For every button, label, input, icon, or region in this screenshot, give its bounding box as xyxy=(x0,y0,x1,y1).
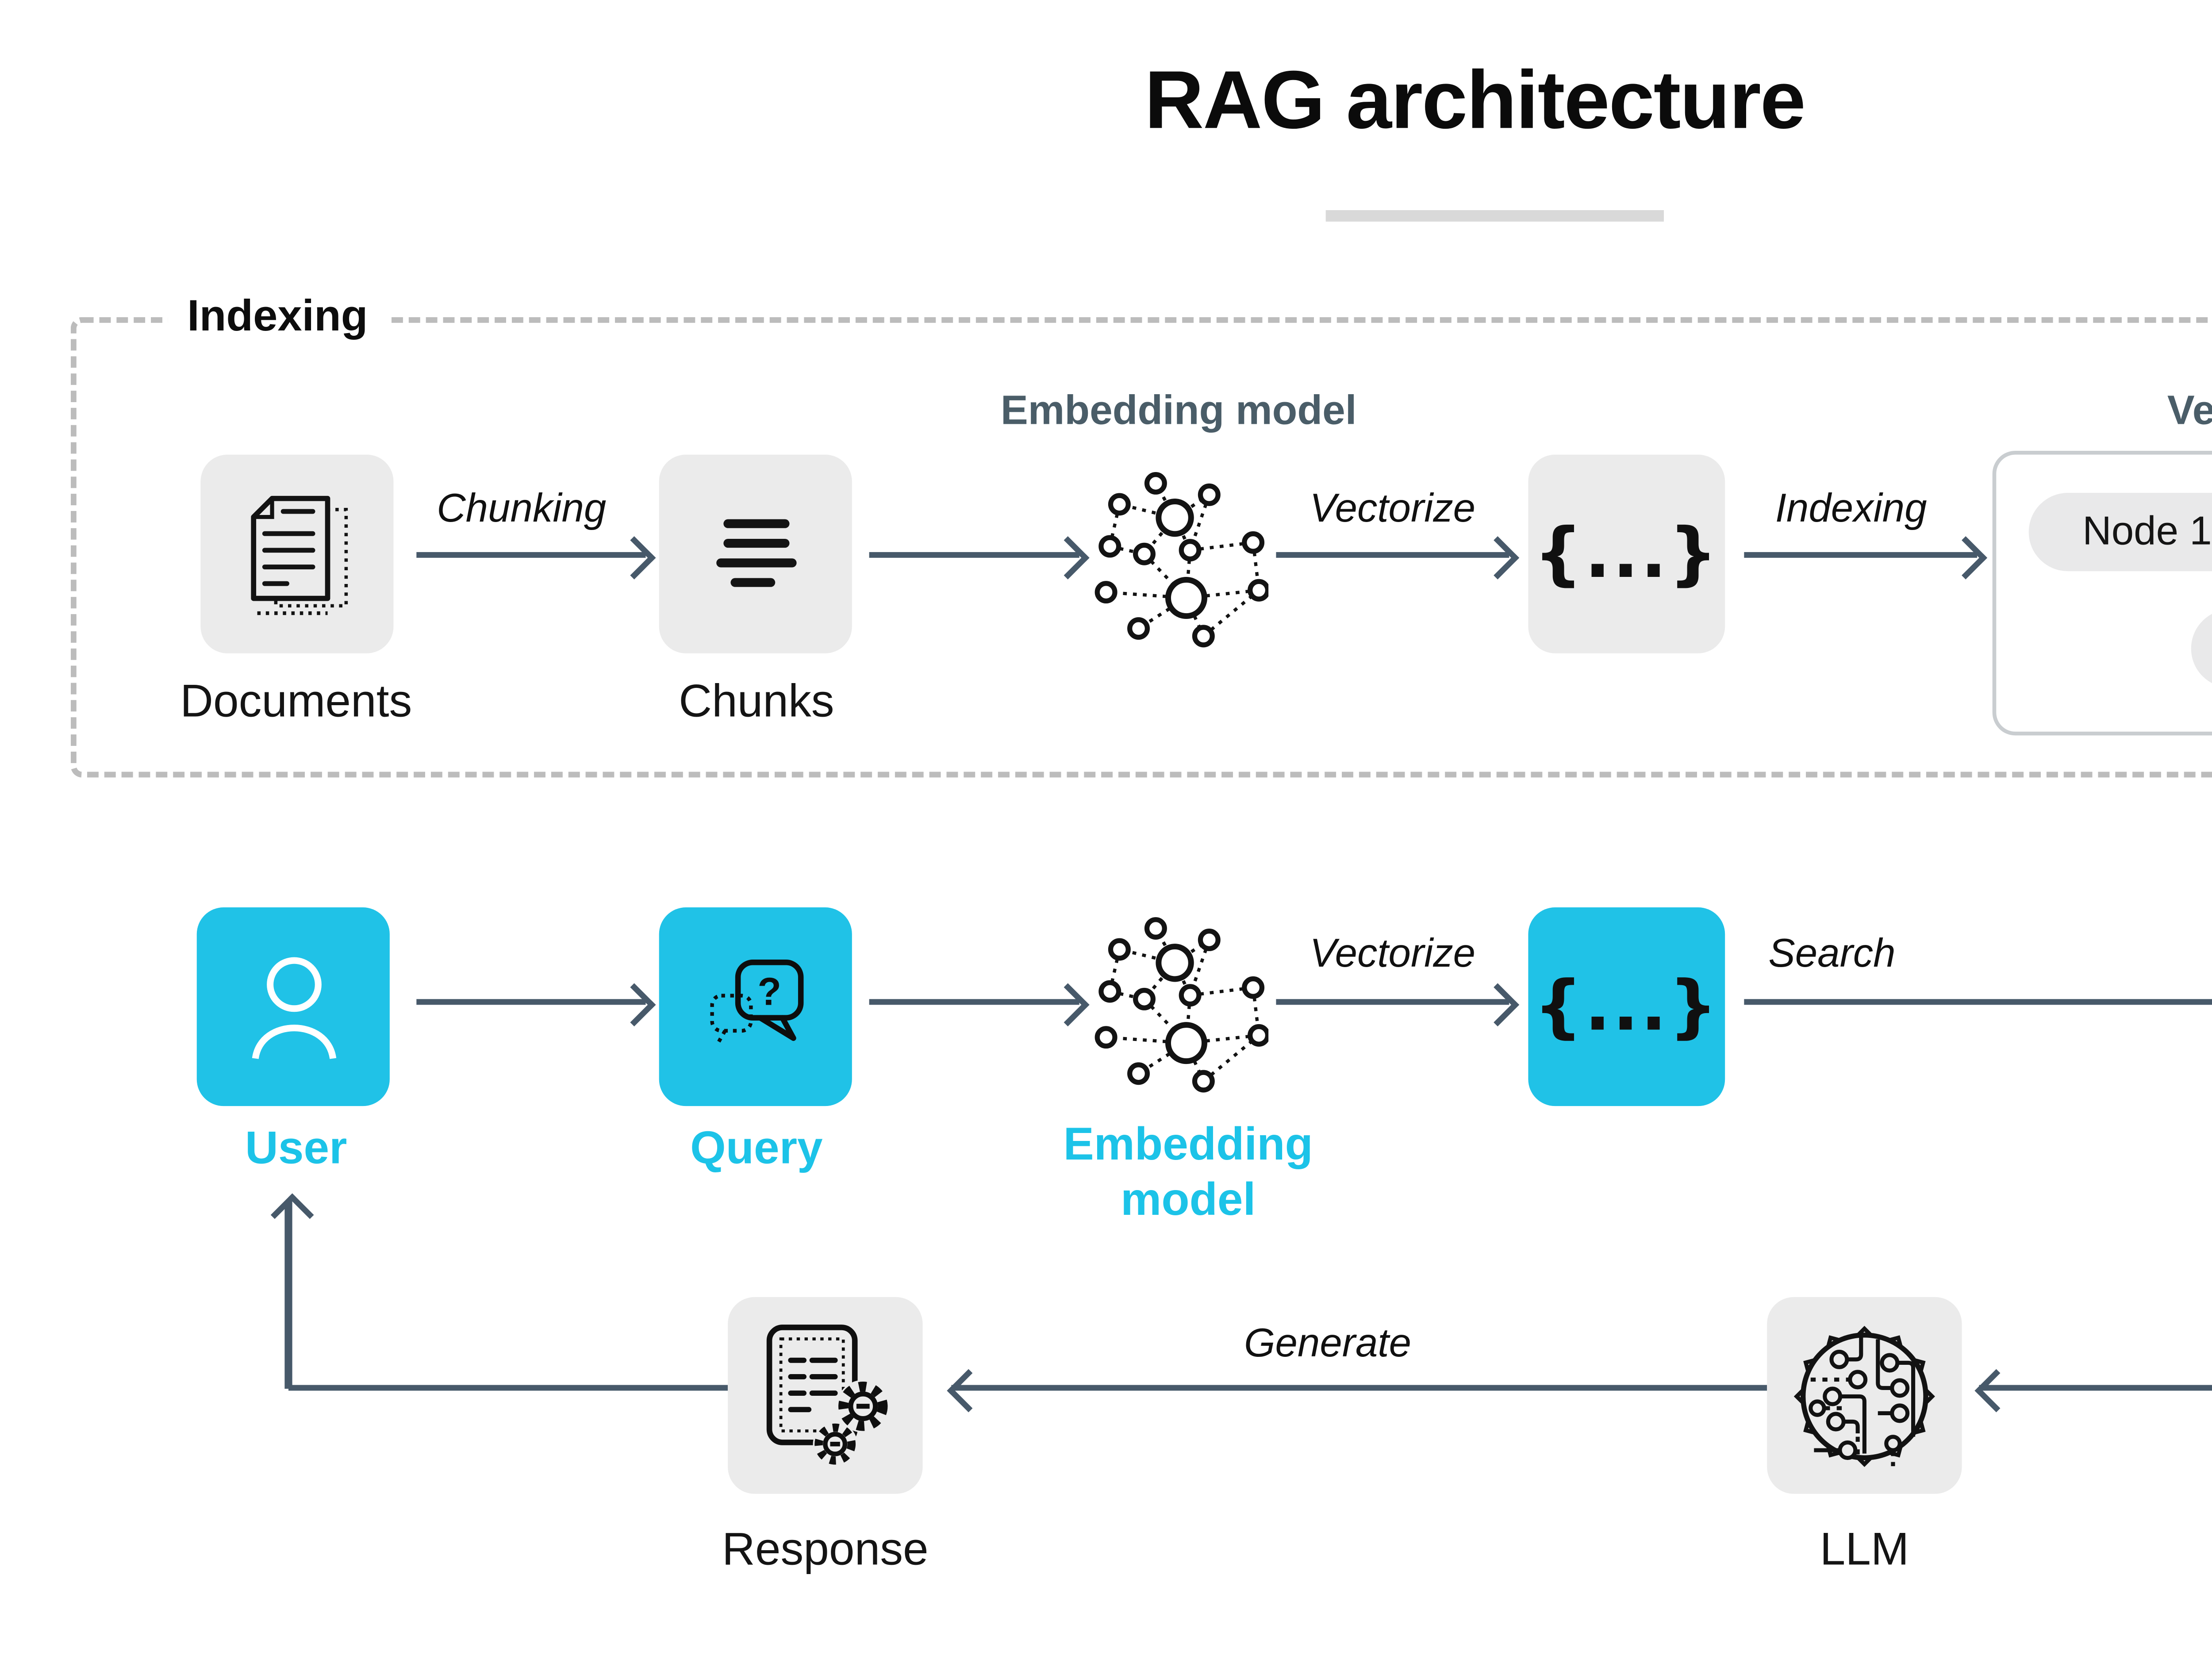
chunks-box xyxy=(659,454,852,653)
documents-box xyxy=(200,454,394,653)
embedding-neural-network-icon xyxy=(1094,472,1269,648)
page-title: RAG architecture xyxy=(1144,55,1806,147)
arrow-augment-to-llm xyxy=(1979,1385,2212,1391)
chunks-icon xyxy=(715,519,796,587)
arrow-user-to-query xyxy=(416,998,646,1004)
response-label: Response xyxy=(722,1524,929,1576)
arrow-chunks-to-embedding xyxy=(869,552,1079,558)
title-underline xyxy=(1325,210,1664,222)
llm-box xyxy=(1767,1297,1962,1494)
arrow-user-to-query-head-icon xyxy=(612,982,656,1025)
augment-query-label: Query xyxy=(2189,1482,2212,1532)
search-flow-label: Search xyxy=(1768,932,1896,976)
arrow-vectorize-bottom-head-icon xyxy=(1476,982,1520,1025)
search-line-horizontal xyxy=(1744,998,2212,1004)
embedding-model-heading: Embedding model xyxy=(1000,388,1357,434)
svg-text:?: ? xyxy=(757,970,780,1013)
question-bubble-icon: ? xyxy=(709,960,803,1045)
embedding-model-label-cyan: Embedding model xyxy=(1063,1119,1313,1227)
response-box xyxy=(728,1297,923,1494)
braces-glyph-top: {...} xyxy=(1533,515,1720,593)
llm-label: LLM xyxy=(1820,1524,1909,1576)
generate-flow-label: Generate xyxy=(1244,1322,1412,1366)
documents-icon xyxy=(250,495,347,615)
response-to-user-line-vertical xyxy=(285,1202,292,1389)
indexing-flow-label: Indexing xyxy=(1775,487,1927,531)
chunks-label: Chunks xyxy=(679,676,834,728)
llm-circuit-icon xyxy=(1793,1325,1935,1466)
vector-database-heading: Vector database xyxy=(2167,388,2212,434)
query-label: Query xyxy=(690,1123,823,1175)
indexing-section-box xyxy=(70,317,2212,778)
response-document-gears-icon xyxy=(766,1324,890,1466)
arrow-query-to-embedding-head-icon xyxy=(1046,982,1090,1025)
arrow-query-to-embedding xyxy=(869,998,1079,1004)
vector-database-box: Node 1 Node 2 Node 3 xyxy=(1992,451,2212,736)
query-box: ? xyxy=(659,907,852,1106)
vector-db-node-1: Node 1 xyxy=(2028,493,2212,572)
vector-braces-box-top: {...} xyxy=(1528,454,1725,653)
documents-label: Documents xyxy=(180,676,412,728)
vectorize-flow-label-top: Vectorize xyxy=(1310,487,1476,531)
response-to-user-arrow-head-icon xyxy=(270,1193,313,1237)
vector-db-node-3: Node 3 xyxy=(2191,609,2212,688)
vectorize-flow-label-bottom: Vectorize xyxy=(1310,932,1476,976)
arrow-chunking xyxy=(416,552,646,558)
vector-braces-box-bottom: {...} xyxy=(1528,907,1725,1106)
arrow-vectorize-bottom xyxy=(1276,998,1509,1004)
arrow-generate-head-icon xyxy=(947,1369,991,1413)
arrow-augment-to-llm-head-icon xyxy=(1974,1369,2018,1413)
query-embedding-neural-network-icon xyxy=(1094,917,1269,1093)
indexing-section-label: Indexing xyxy=(168,286,387,344)
arrow-generate xyxy=(951,1385,1767,1391)
user-box xyxy=(196,907,390,1106)
chunking-flow-label: Chunking xyxy=(437,487,607,531)
user-icon xyxy=(251,957,336,1059)
arrow-vectorize-top xyxy=(1276,552,1509,558)
braces-glyph-bottom: {...} xyxy=(1533,968,1720,1046)
user-label: User xyxy=(245,1123,347,1175)
response-to-user-line-horizontal xyxy=(288,1385,728,1391)
arrow-indexing xyxy=(1744,552,1978,558)
